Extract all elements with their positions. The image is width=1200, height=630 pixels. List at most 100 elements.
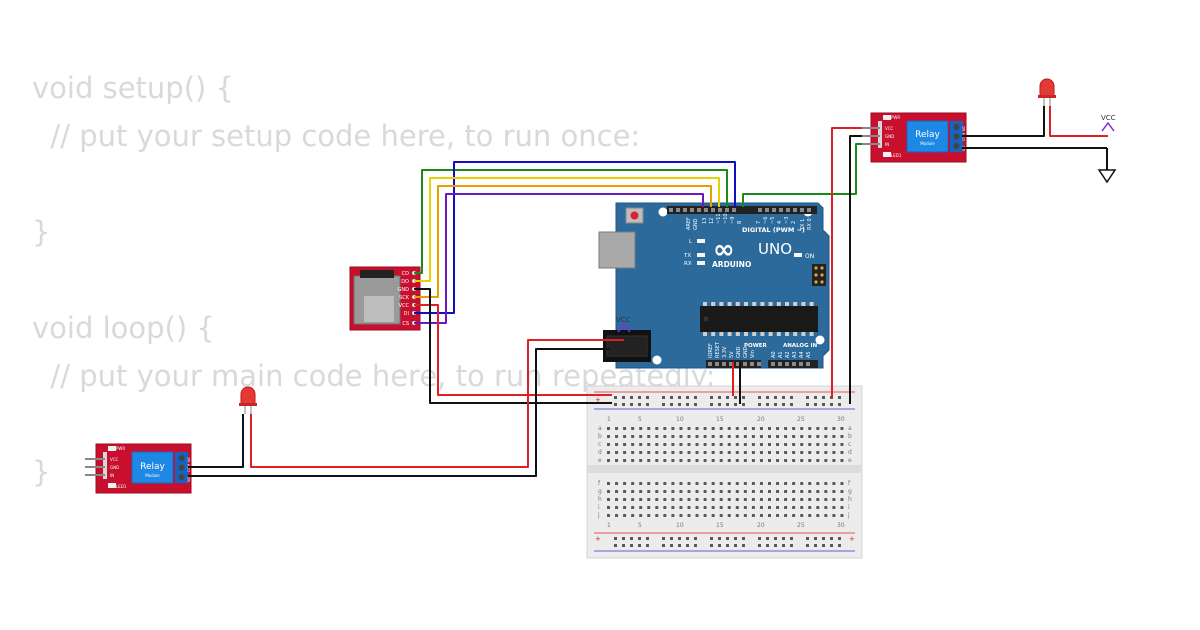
breadboard-hole[interactable] <box>639 427 643 430</box>
breadboard-hole[interactable] <box>751 451 755 454</box>
rail-hole[interactable] <box>718 544 721 547</box>
rail-hole[interactable] <box>766 396 769 399</box>
breadboard-hole[interactable] <box>816 427 820 430</box>
rail-hole[interactable] <box>662 537 665 540</box>
chip-pin[interactable] <box>703 332 707 336</box>
breadboard-hole[interactable] <box>671 490 675 493</box>
rail-hole[interactable] <box>790 537 793 540</box>
rail-hole[interactable] <box>790 544 793 547</box>
breadboard-hole[interactable] <box>816 490 820 493</box>
chip-pin[interactable] <box>809 302 814 306</box>
header-pin[interactable] <box>799 362 803 366</box>
breadboard-hole[interactable] <box>816 498 820 501</box>
relay-header[interactable] <box>103 452 107 479</box>
arduino-uno-board[interactable]: DIGITAL (PWM ~) POWER ANALOG IN ∞ UNO AR… <box>598 202 830 369</box>
rail-hole[interactable] <box>718 537 721 540</box>
relay-module-bottom[interactable]: Relay Module VCC GND IN PWR LED1 NC COM … <box>85 443 192 494</box>
breadboard-hole[interactable] <box>711 451 715 454</box>
breadboard-hole[interactable] <box>808 506 812 509</box>
breadboard-hole[interactable] <box>808 427 812 430</box>
rail-hole[interactable] <box>638 544 641 547</box>
rail-hole[interactable] <box>806 537 809 540</box>
rail-hole[interactable] <box>646 544 649 547</box>
breadboard-hole[interactable] <box>784 451 788 454</box>
terminal-screw[interactable] <box>953 133 960 140</box>
breadboard-hole[interactable] <box>792 498 796 501</box>
breadboard-hole[interactable] <box>824 506 828 509</box>
breadboard-hole[interactable] <box>784 427 788 430</box>
breadboard-hole[interactable] <box>816 451 820 454</box>
rail-hole[interactable] <box>686 403 689 406</box>
terminal-screw[interactable] <box>178 464 185 471</box>
breadboard-hole[interactable] <box>631 443 635 446</box>
breadboard-hole[interactable] <box>824 482 828 485</box>
header-pin[interactable] <box>779 208 783 212</box>
breadboard-hole[interactable] <box>784 435 788 438</box>
breadboard-hole[interactable] <box>832 490 836 493</box>
breadboard-hole[interactable] <box>607 427 610 430</box>
breadboard-hole[interactable] <box>832 435 836 438</box>
led-bottom[interactable] <box>239 386 257 414</box>
rail-hole[interactable] <box>614 403 617 406</box>
chip-pin[interactable] <box>801 332 806 336</box>
breadboard-hole[interactable] <box>679 427 683 430</box>
breadboard-hole[interactable] <box>792 482 796 485</box>
rail-hole[interactable] <box>726 544 729 547</box>
rail-hole[interactable] <box>710 544 713 547</box>
breadboard-hole[interactable] <box>824 490 828 493</box>
breadboard-hole[interactable] <box>615 443 619 446</box>
breadboard-hole[interactable] <box>768 514 771 517</box>
breadboard-hole[interactable] <box>719 427 723 430</box>
rail-hole[interactable] <box>694 403 697 406</box>
breadboard-hole[interactable] <box>840 451 844 454</box>
breadboard-hole[interactable] <box>687 514 691 517</box>
breadboard-hole[interactable] <box>800 427 804 430</box>
breadboard-hole[interactable] <box>719 514 723 517</box>
breadboard-hole[interactable] <box>655 459 659 462</box>
breadboard-hole[interactable] <box>759 459 763 462</box>
rail-hole[interactable] <box>638 537 641 540</box>
breadboard-hole[interactable] <box>655 498 659 501</box>
breadboard-hole[interactable] <box>776 514 780 517</box>
rail-hole[interactable] <box>678 403 681 406</box>
rail-hole[interactable] <box>806 544 809 547</box>
breadboard-hole[interactable] <box>687 451 691 454</box>
breadboard-hole[interactable] <box>655 506 659 509</box>
breadboard-hole[interactable] <box>792 514 796 517</box>
header-pin[interactable] <box>704 208 708 212</box>
breadboard-hole[interactable] <box>655 443 659 446</box>
chip-pin[interactable] <box>776 332 781 336</box>
rail-hole[interactable] <box>774 537 777 540</box>
breadboard-hole[interactable] <box>695 498 699 501</box>
breadboard-hole[interactable] <box>832 498 836 501</box>
breadboard-hole[interactable] <box>639 459 643 462</box>
header-pin[interactable] <box>683 208 687 212</box>
rail-hole[interactable] <box>670 396 673 399</box>
rail-hole[interactable] <box>742 544 745 547</box>
power-header-pins[interactable] <box>708 362 810 366</box>
sd-card-module[interactable]: CD DO GND SCK VCC DI CS <box>349 266 421 331</box>
breadboard-hole[interactable] <box>711 435 715 438</box>
breadboard-hole[interactable] <box>607 514 610 517</box>
header-pin[interactable] <box>722 362 726 366</box>
breadboard-hole[interactable] <box>840 506 844 509</box>
chip-pin[interactable] <box>776 302 781 306</box>
breadboard-hole[interactable] <box>623 506 627 509</box>
rail-hole[interactable] <box>734 537 737 540</box>
breadboard-hole[interactable] <box>759 490 763 493</box>
breadboard[interactable]: 1 5 10 15 20 25 30 1 5 10 15 20 25 30 a … <box>586 385 863 559</box>
breadboard-hole[interactable] <box>792 451 796 454</box>
breadboard-hole[interactable] <box>663 427 667 430</box>
header-pin[interactable] <box>792 362 796 366</box>
rail-hole[interactable] <box>614 396 617 399</box>
breadboard-hole[interactable] <box>816 514 820 517</box>
breadboard-hole[interactable] <box>663 498 667 501</box>
breadboard-hole[interactable] <box>759 482 763 485</box>
breadboard-hole[interactable] <box>655 427 659 430</box>
rail-hole[interactable] <box>630 544 633 547</box>
breadboard-hole[interactable] <box>800 451 804 454</box>
breadboard-hole[interactable] <box>792 490 796 493</box>
terminal-screw[interactable] <box>953 124 960 130</box>
breadboard-hole[interactable] <box>615 451 619 454</box>
breadboard-hole[interactable] <box>695 482 699 485</box>
